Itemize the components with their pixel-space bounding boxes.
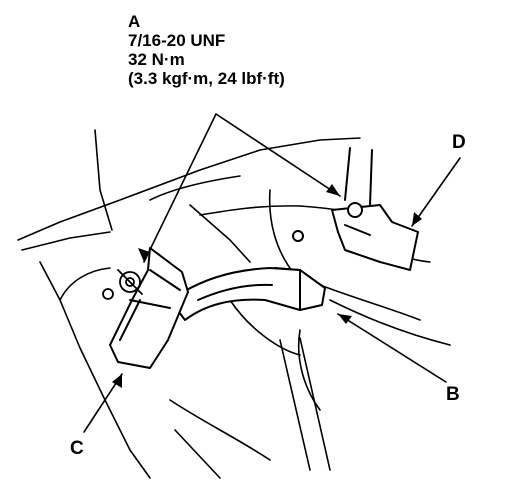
arrowhead-b: [338, 314, 352, 324]
seat-belt-buckle-c: [109, 247, 189, 369]
belt-anchor-d: [292, 147, 419, 271]
leader-b: [337, 313, 447, 383]
arrowhead-d: [412, 212, 422, 226]
label-c: C: [70, 438, 84, 459]
callout-a-torque: 32 N·m: [128, 50, 185, 69]
label-d: D: [452, 132, 466, 153]
leader-a-right: [215, 113, 341, 197]
label-b: B: [446, 384, 460, 405]
arrowhead-a-left: [138, 248, 150, 262]
floor-panel: [17, 129, 451, 479]
leader-lines: [83, 113, 461, 433]
arrowhead-a-right: [326, 184, 340, 196]
leader-d: [411, 157, 461, 227]
callout-a-spec: A 7/16-20 UNF 32 N·m (3.3 kgf·m, 24 lbf·…: [128, 12, 285, 88]
callout-a-thread: 7/16-20 UNF: [128, 31, 226, 50]
callout-a-torque-alt: (3.3 kgf·m, 24 lbf·ft): [128, 69, 285, 88]
anchor-bolt-left: [102, 269, 143, 300]
leader-a-left: [143, 113, 217, 263]
callout-a-letter: A: [128, 12, 141, 31]
arrowheads: [112, 184, 422, 388]
arrowhead-c: [112, 374, 122, 388]
seat-belt-b: [169, 267, 326, 321]
